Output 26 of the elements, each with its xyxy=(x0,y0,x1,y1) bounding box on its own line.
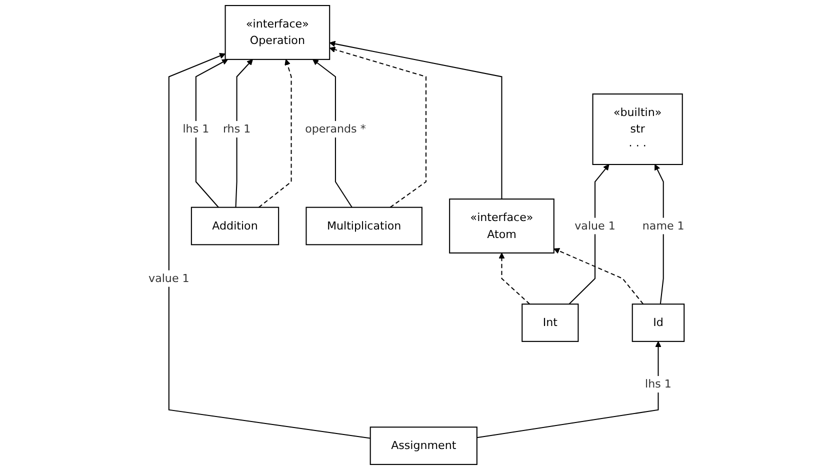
arrow xyxy=(258,59,292,208)
edge-label: lhs 1 xyxy=(644,377,671,390)
edge-label: value 1 xyxy=(574,219,615,232)
node-box: «interface» Operation xyxy=(224,5,330,60)
node-box: Int xyxy=(521,304,578,342)
edge-label: name 1 xyxy=(642,219,684,232)
node-box: Addition xyxy=(190,206,279,246)
arrow xyxy=(168,53,370,439)
node-box: Assignment xyxy=(369,426,477,465)
edge-label: lhs 1 xyxy=(182,122,209,136)
node-box: Multiplication xyxy=(305,206,422,246)
node-box: «interface» Atom xyxy=(448,198,554,254)
node-box: «builtin» str · · · xyxy=(592,93,682,166)
arrow xyxy=(234,59,252,208)
edge-label: operands * xyxy=(304,122,366,136)
arrow xyxy=(476,341,661,438)
arrow xyxy=(498,252,530,304)
arrow xyxy=(312,59,352,208)
arrow xyxy=(553,248,644,304)
arrow xyxy=(568,164,609,304)
edge-label: value 1 xyxy=(148,272,189,285)
node-box: Id xyxy=(631,304,684,342)
edge-label: rhs 1 xyxy=(222,122,250,136)
arrow xyxy=(328,46,426,208)
arrow xyxy=(328,40,502,200)
arrow xyxy=(194,59,228,208)
